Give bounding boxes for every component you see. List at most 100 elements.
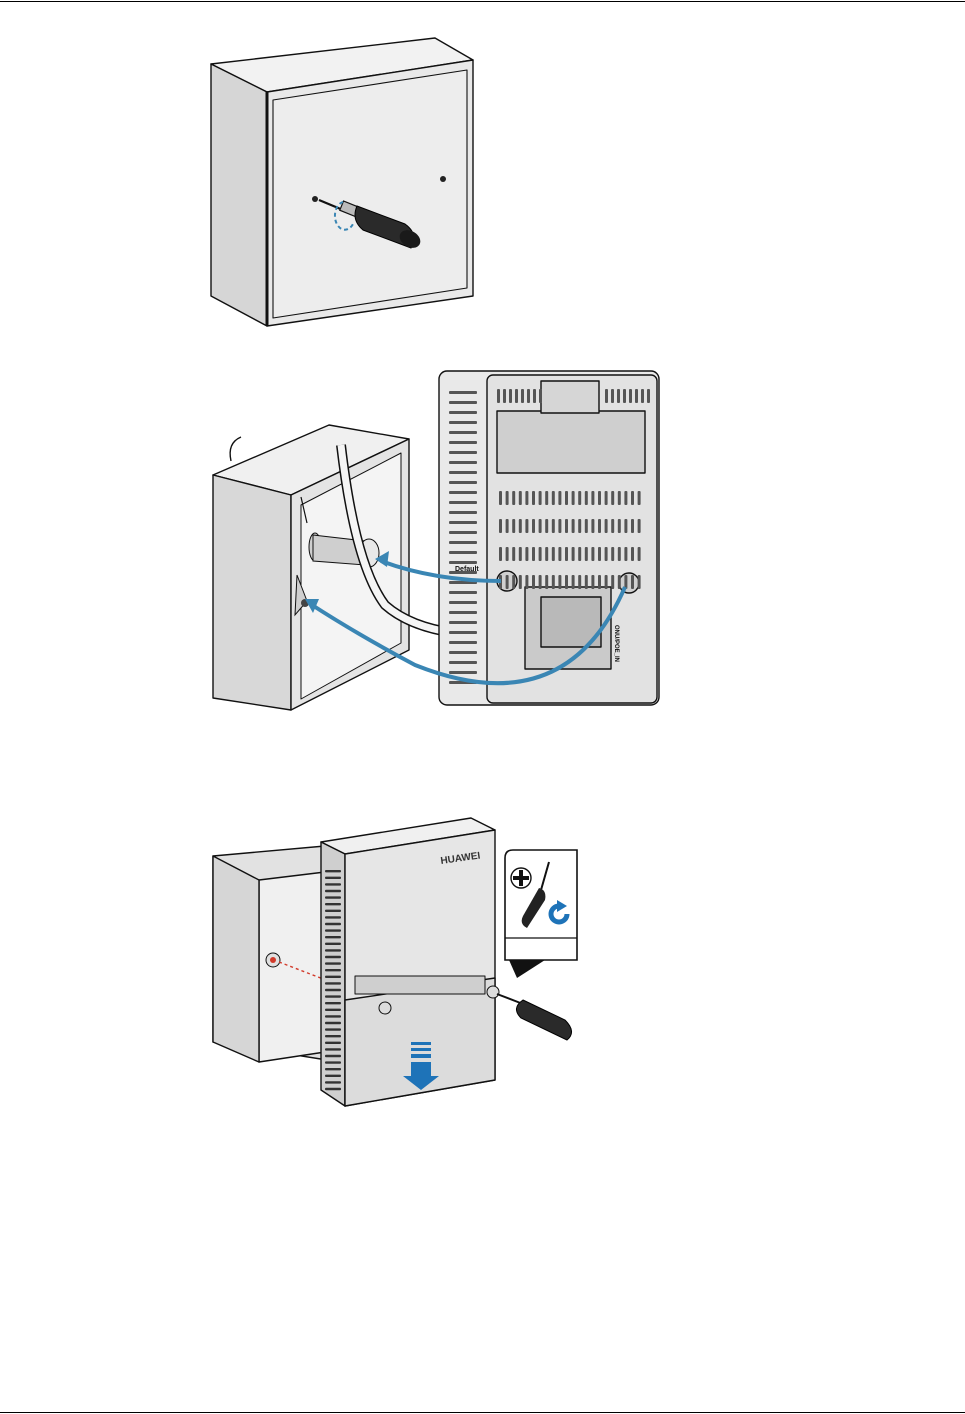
vent-slot: [545, 491, 548, 505]
screwdriver-icon: [497, 994, 572, 1040]
vent-slot: [591, 519, 594, 533]
figure-secure-cover: HUAWEI: [205, 810, 595, 1110]
vent-slot: [539, 491, 542, 505]
vent-slot: [618, 547, 621, 561]
vent-slot: [449, 391, 477, 394]
vent-slot: [449, 511, 477, 514]
vent-slot: [605, 547, 608, 561]
vent-slot: [325, 1088, 341, 1090]
vent-slot: [623, 389, 626, 403]
vent-slot: [512, 491, 515, 505]
vent-slot: [325, 1061, 341, 1063]
vent-slot: [449, 601, 477, 604]
vent-slot: [605, 389, 608, 403]
vent-slot: [558, 519, 561, 533]
vent-slot: [638, 575, 641, 589]
vent-slot: [449, 421, 477, 424]
vent-slot: [585, 575, 588, 589]
vent-slot: [605, 519, 608, 533]
vent-slot: [552, 547, 555, 561]
vent-slot: [611, 491, 614, 505]
vent-slot: [565, 575, 568, 589]
vent-slot: [532, 575, 535, 589]
vent-slot: [325, 936, 341, 938]
vent-slot: [325, 969, 341, 971]
vent-slot: [631, 547, 634, 561]
vent-slot: [512, 519, 515, 533]
vent-slot: [635, 389, 638, 403]
vent-slot: [325, 1028, 341, 1030]
vent-slot: [539, 519, 542, 533]
vent-slot: [325, 995, 341, 997]
vent-slot: [449, 531, 477, 534]
vent-slot: [325, 956, 341, 958]
reset-label: Default: [455, 566, 479, 573]
vent-slot: [325, 1035, 341, 1037]
vent-slot: [624, 547, 627, 561]
vent-slot: [539, 575, 542, 589]
vent-slot: [611, 575, 614, 589]
vent-slot: [449, 611, 477, 614]
vent-slot: [641, 389, 644, 403]
tool-callout: [505, 850, 577, 978]
vent-slot: [325, 1042, 341, 1044]
vent-slot: [545, 575, 548, 589]
vent-slot: [618, 491, 621, 505]
vent-slot: [578, 519, 581, 533]
vent-slot: [611, 389, 614, 403]
vent-slot: [611, 519, 614, 533]
vent-slot: [325, 896, 341, 898]
vent-slot: [525, 547, 528, 561]
vent-slot: [605, 491, 608, 505]
vent-slot: [325, 877, 341, 879]
vent-slot: [449, 481, 477, 484]
vent-slot: [539, 547, 542, 561]
vent-slot: [558, 547, 561, 561]
vent-slot: [638, 547, 641, 561]
vent-slot: [449, 551, 477, 554]
vent-slot: [572, 519, 575, 533]
vent-slot: [638, 519, 641, 533]
vent-slot: [572, 575, 575, 589]
vent-slot: [325, 962, 341, 964]
vent-slot: [449, 411, 477, 414]
vent-slot: [617, 389, 620, 403]
vent-slot: [499, 491, 502, 505]
vent-slot: [552, 491, 555, 505]
vent-slot: [618, 519, 621, 533]
vent-slot: [578, 547, 581, 561]
vent-slot: [499, 547, 502, 561]
vent-slot: [565, 519, 568, 533]
vent-slot: [449, 621, 477, 624]
vent-slot: [647, 389, 650, 403]
vent-slot: [624, 575, 627, 589]
vent-slot: [525, 519, 528, 533]
vent-slot: [449, 501, 477, 504]
vent-slot: [503, 389, 506, 403]
vent-slot: [506, 519, 509, 533]
vent-slot: [631, 575, 634, 589]
vent-slot: [519, 491, 522, 505]
footer-rule: [0, 1412, 965, 1413]
vent-slot: [325, 890, 341, 892]
vent-slot: [591, 575, 594, 589]
vent-slot: [325, 929, 341, 931]
vent-slot: [539, 389, 542, 403]
vent-slot: [449, 671, 477, 674]
vent-slot: [325, 883, 341, 885]
vent-slot: [325, 916, 341, 918]
vent-slot: [449, 641, 477, 644]
vent-slot: [497, 389, 500, 403]
vent-slot: [527, 389, 530, 403]
vent-slot: [624, 519, 627, 533]
vent-slot: [591, 491, 594, 505]
vent-slot: [521, 389, 524, 403]
vent-slot: [325, 923, 341, 925]
vent-slot: [585, 491, 588, 505]
vent-slot: [509, 389, 512, 403]
vent-slot: [605, 575, 608, 589]
vent-slot: [598, 575, 601, 589]
vent-slot: [506, 547, 509, 561]
vent-slot: [325, 1055, 341, 1057]
vent-slot: [519, 547, 522, 561]
